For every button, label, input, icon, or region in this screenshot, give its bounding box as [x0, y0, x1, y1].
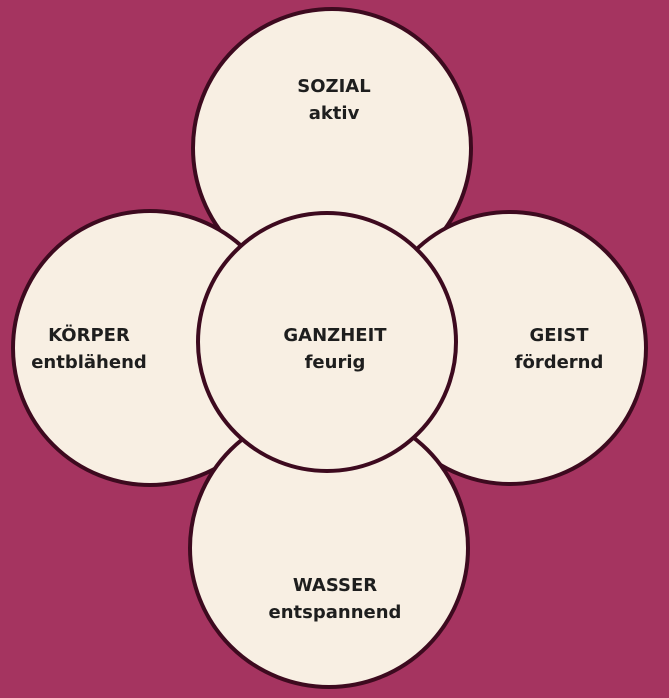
top-title: SOZIAL [297, 76, 370, 97]
left-title: KÖRPER [48, 324, 130, 346]
bottom-subtitle: entspannend [269, 602, 402, 623]
right-subtitle: fördernd [515, 352, 604, 373]
right-title: GEIST [529, 325, 589, 346]
center-subtitle: feurig [305, 352, 366, 373]
bottom-title: WASSER [293, 575, 377, 596]
center-title: GANZHEIT [283, 325, 387, 346]
circle-center [196, 211, 458, 473]
top-subtitle: aktiv [309, 103, 360, 124]
left-subtitle: entblähend [31, 352, 147, 373]
